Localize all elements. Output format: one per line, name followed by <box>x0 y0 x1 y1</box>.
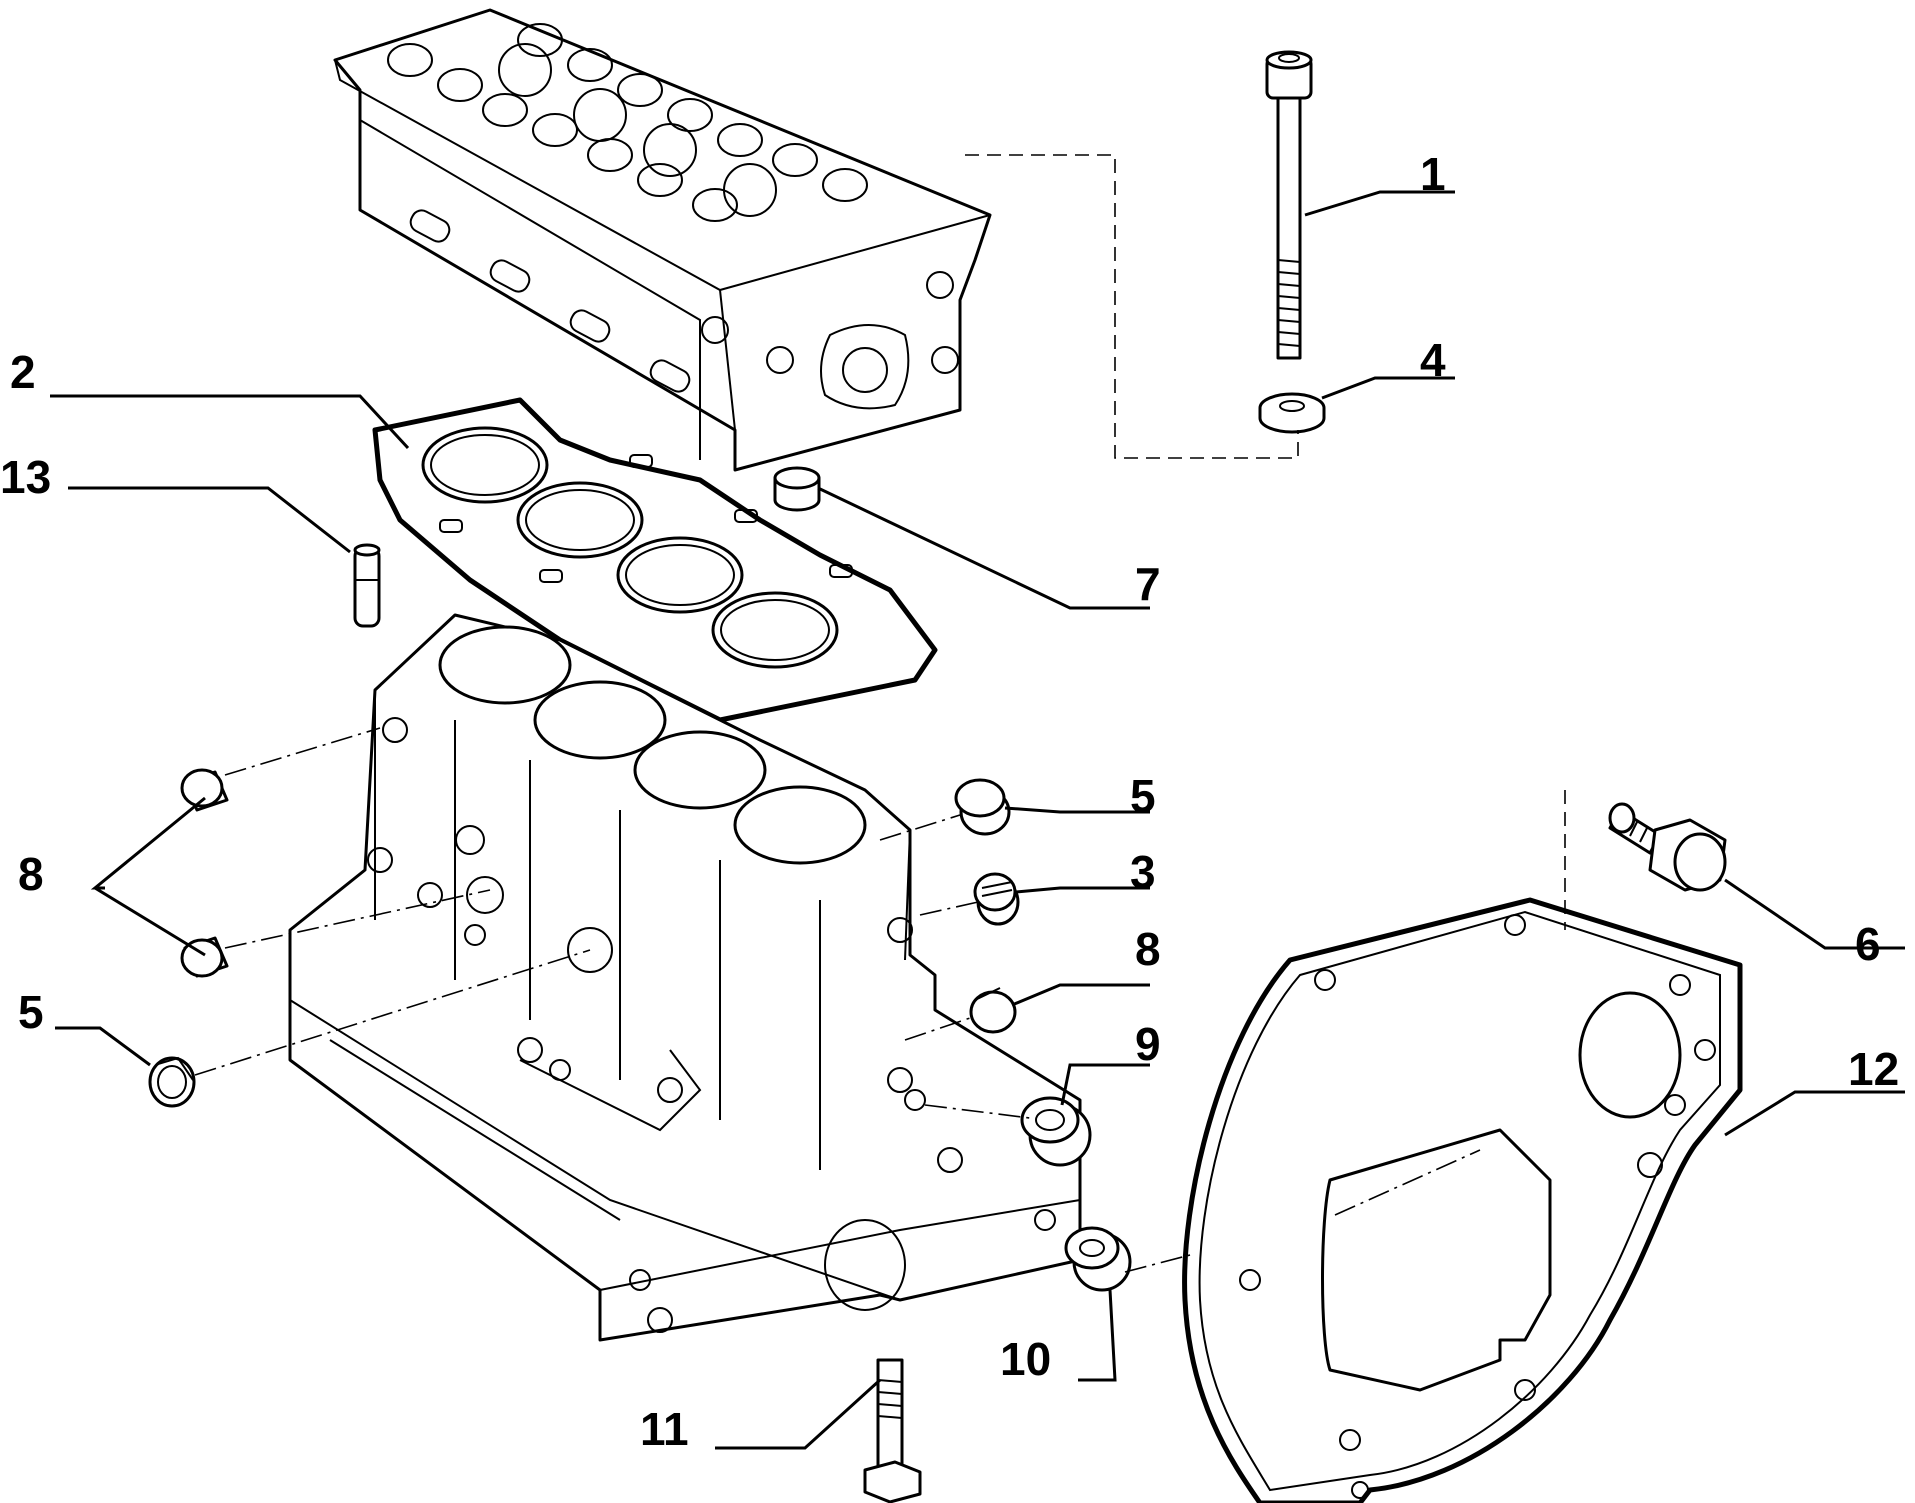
callout-7: 7 <box>1135 558 1161 610</box>
washer <box>1258 392 1326 434</box>
callout-4: 4 <box>1420 334 1446 386</box>
callout-8-left: 8 <box>18 848 44 900</box>
bushing-lower <box>1064 1226 1132 1292</box>
callout-13: 13 <box>0 451 51 503</box>
head-bolt <box>1265 50 1313 360</box>
callout-3: 3 <box>1130 846 1156 898</box>
callout-labels: 1 2 3 4 5 5 6 7 8 8 9 10 11 12 13 <box>0 148 1899 1455</box>
callout-12: 12 <box>1848 1043 1899 1095</box>
cylinder-block <box>288 613 1082 1342</box>
callout-2: 2 <box>10 346 36 398</box>
plug-left <box>148 1056 196 1108</box>
callout-5-left: 5 <box>18 986 44 1038</box>
callout-9: 9 <box>1135 1018 1161 1070</box>
callout-10: 10 <box>1000 1333 1051 1385</box>
bushing <box>1020 1096 1092 1167</box>
callout-5-right: 5 <box>1130 770 1156 822</box>
callout-6: 6 <box>1855 918 1881 970</box>
bolt-lower <box>863 1358 922 1503</box>
screw-plug <box>1608 802 1727 892</box>
dowel-right <box>969 987 1017 1034</box>
callout-1: 1 <box>1420 148 1446 200</box>
threaded-plug <box>973 872 1020 926</box>
callout-11: 11 <box>640 1403 689 1455</box>
callout-8-right: 8 <box>1135 923 1161 975</box>
reference-lines <box>194 154 1566 1273</box>
dowel-left-upper <box>180 768 229 812</box>
cylinder-head <box>333 8 992 472</box>
leader-lines <box>50 190 1905 1450</box>
dowel-sleeve <box>773 466 821 512</box>
pin <box>353 543 381 628</box>
plug-right <box>954 778 1011 836</box>
timing-cover-plate <box>1182 897 1743 1503</box>
head-gasket <box>372 397 938 723</box>
